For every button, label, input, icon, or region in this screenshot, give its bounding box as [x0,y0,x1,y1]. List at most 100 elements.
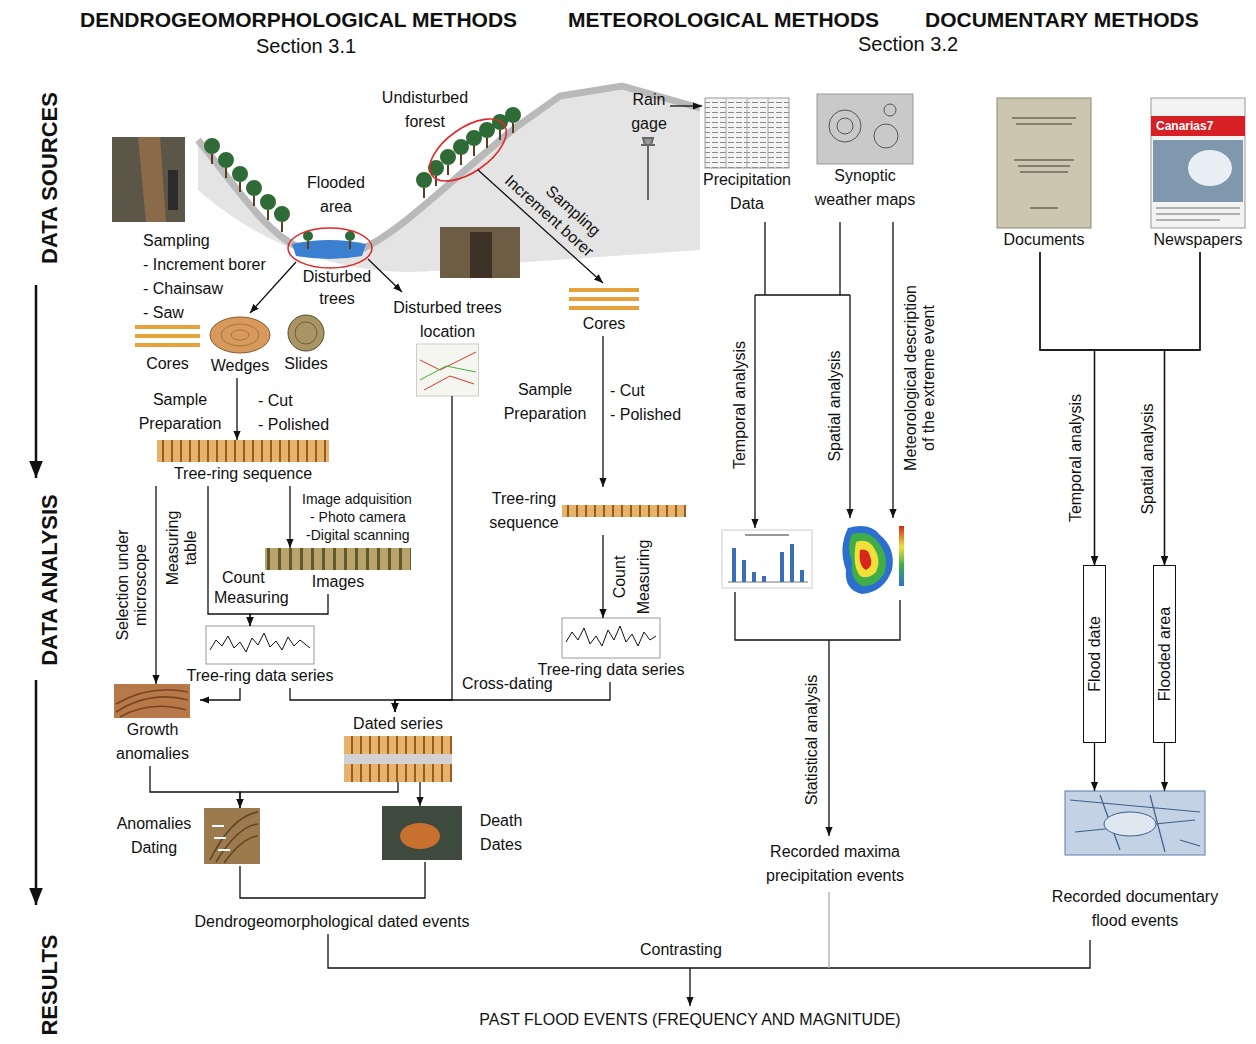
figure-node: Tree-ring sequence [150,440,336,486]
slide-ring [295,322,317,344]
sampler-figure [168,170,178,210]
ring-width-chart [206,626,314,664]
image-area [209,316,271,354]
image-area [115,684,191,718]
figure-node: Cores [565,286,643,336]
text-label: Temporal analysis [1066,394,1086,522]
connector-arrow [1040,252,1095,565]
image-area [562,505,686,517]
map-zone [860,550,872,570]
text-label: Recorded maxima precipitation events [745,840,925,888]
node-caption: Slides [278,352,334,376]
image-area [382,806,462,860]
isobar [874,124,898,148]
ring-width-curve [210,633,310,652]
image-area [206,626,314,664]
connector-arrow [290,688,395,712]
text-label: - Polished [258,413,329,437]
flow-arrow [892,222,893,518]
merge-bracket [240,862,425,898]
connector-arrow [1095,252,1201,565]
figure-node: Synoptic weather maps [810,94,920,212]
figure-node: Anomalies Dating [108,808,260,864]
precipitation-table [705,98,789,168]
historic-map-lines [1070,795,1200,852]
precipitation-map [838,520,906,597]
newspaper-photo [1153,140,1243,202]
image-area [705,98,789,168]
text-label: Statistical analysis [802,675,822,806]
text-label: - Polished [610,403,681,427]
node-caption: Anomalies Dating [108,812,200,860]
tree-photo [112,137,185,222]
text-label: Section 3.2 [858,31,958,57]
core-sample [135,334,200,338]
flow-arrow [849,295,850,518]
text-label: Canarias7 [1156,118,1213,134]
figure-node: Wedges [205,316,275,378]
map-zone [842,526,892,594]
text-label: Count [222,568,265,588]
figure-node: Documents [990,98,1098,252]
image-area [288,314,324,352]
text-box: Flooded area [1153,565,1176,743]
flow-line [755,222,850,295]
connector-arrow [1165,252,1201,565]
box-text: Flooded area [1155,607,1175,701]
image-area [1151,98,1245,228]
node-caption: Precipitation Data [693,168,801,216]
node-caption: Dated series [340,712,456,736]
location-map-lines [420,352,476,390]
text-label: Temporal analysis [730,341,750,469]
tree-ring-strip [562,505,686,517]
connector-arrow [1040,252,1165,565]
figure-node: Cores [130,322,205,376]
flow-arrow [754,295,755,528]
ring-width-curve [566,626,656,646]
document-cover [997,98,1091,228]
image-area [997,98,1091,228]
flood-area-ring [288,228,372,268]
location-map [417,344,479,396]
connector-arrow [602,336,603,487]
document-lines [1012,118,1076,208]
text-label: RESULTS [37,934,63,1035]
growth-anomaly-photo [114,684,190,718]
anomaly-dating-rings [210,812,258,863]
scanned-ring-image [265,548,411,570]
stage-arrow [35,680,38,905]
connector-arrow [150,766,240,808]
merge-bracket [735,592,900,640]
rain-gage-symbol [641,138,655,200]
text-label: Contrasting [640,940,722,960]
historic-flood-map [1065,791,1205,855]
text-label: Sampling [143,229,210,253]
node-caption: Wedges [205,354,275,378]
figure-node: Images [265,548,411,594]
core-sample [569,297,639,301]
ground-surface [198,86,700,249]
leader-arrow [670,105,702,106]
dated-strip [344,764,452,782]
text-label: Section 3.1 [256,33,356,59]
result-arrow [689,968,690,1006]
newspaper-photo-plume [1188,150,1232,186]
node-caption: Cores [565,312,643,336]
text-label: Sample Preparation [130,388,230,436]
text-label: Count [610,556,630,599]
text-label: Spatial analysis [1138,403,1158,514]
flow-arrow [828,640,829,836]
historic-map-town [1104,812,1156,836]
figure-node: Growth anomalies [105,684,200,766]
text-label: Measuring table [164,508,200,588]
wedge-ring [231,330,249,340]
node-caption: Tree-ring data series [525,658,697,682]
isobar [837,118,853,134]
text-label: - Increment borer [143,253,266,277]
text-label: Spatial analysis [825,350,845,461]
chart-axis [728,582,808,583]
map-colorbar [899,526,904,586]
map-zone [855,541,879,577]
image-area [265,548,411,570]
